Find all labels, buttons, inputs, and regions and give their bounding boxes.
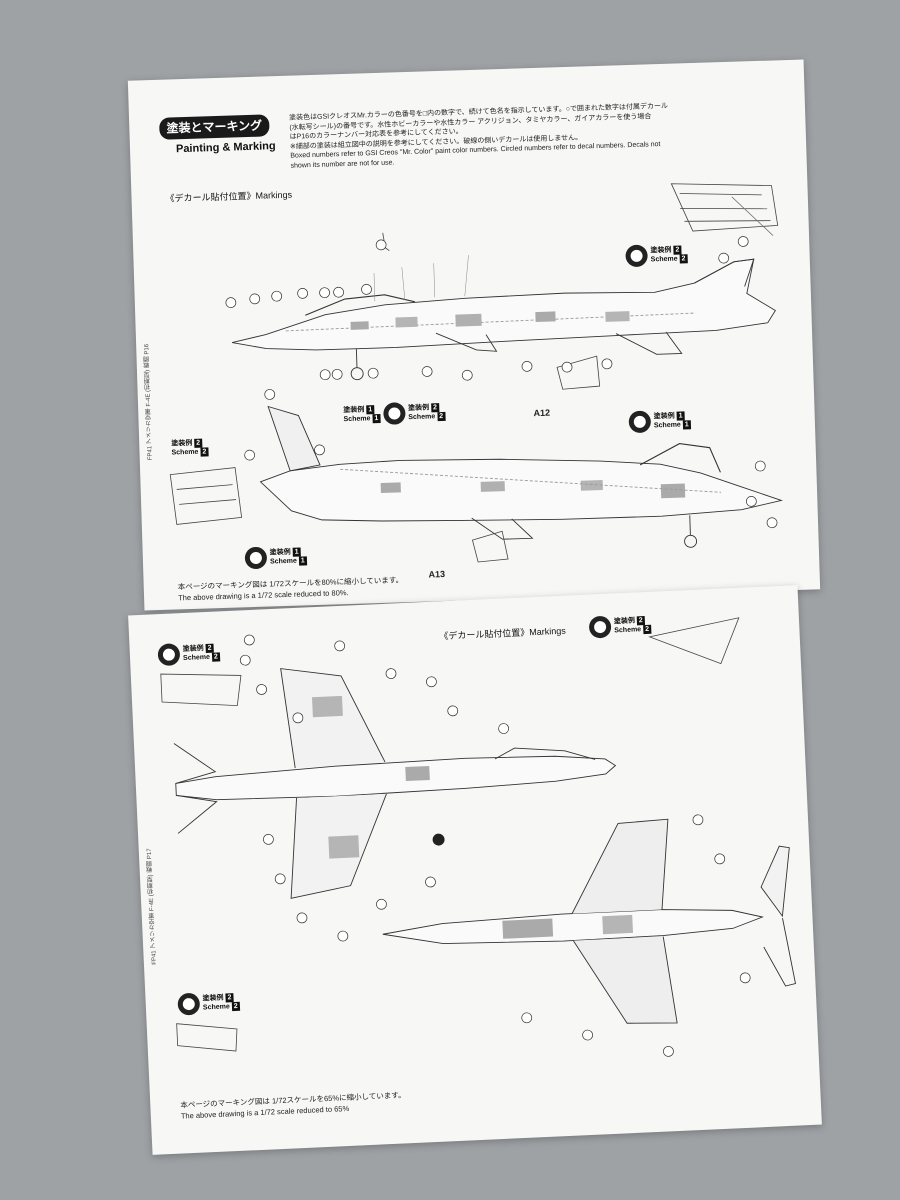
scheme-arrow-icon — [244, 546, 268, 570]
part-label-a12: A12 — [533, 407, 551, 419]
decal-callouts — [239, 634, 751, 1057]
part-label-a13: A13 — [428, 569, 446, 580]
scheme-arrow-icon — [625, 244, 648, 268]
plan-view-drawings — [160, 617, 797, 1057]
aircraft-underside-view — [382, 818, 797, 1024]
scheme-arrow-icon — [382, 402, 406, 425]
scheme-arrow-icon — [177, 992, 201, 1016]
aircraft-top-view — [173, 668, 617, 899]
side-view-drawings — [169, 183, 783, 563]
aircraft-side-view-upper — [232, 232, 777, 381]
scheme-arrow-icon — [628, 410, 652, 434]
scheme-arrow-icon — [157, 643, 181, 667]
page-bottom: 《デカール貼付位置》Markings FP41 アメリカ空軍 F-4E (初期型… — [128, 585, 822, 1155]
aircraft-side-view-lower — [259, 405, 783, 548]
inset-details — [160, 617, 740, 1052]
page-top: 塗装とマーキング Painting & Marking 塗装色はGSIクレオスM… — [127, 59, 821, 611]
inset-detail-top-right — [670, 183, 779, 236]
part-detail-drawings — [471, 355, 601, 563]
scheme-arrow-icon — [588, 615, 612, 639]
inset-detail-left — [169, 467, 243, 525]
decal-callouts — [225, 236, 778, 529]
